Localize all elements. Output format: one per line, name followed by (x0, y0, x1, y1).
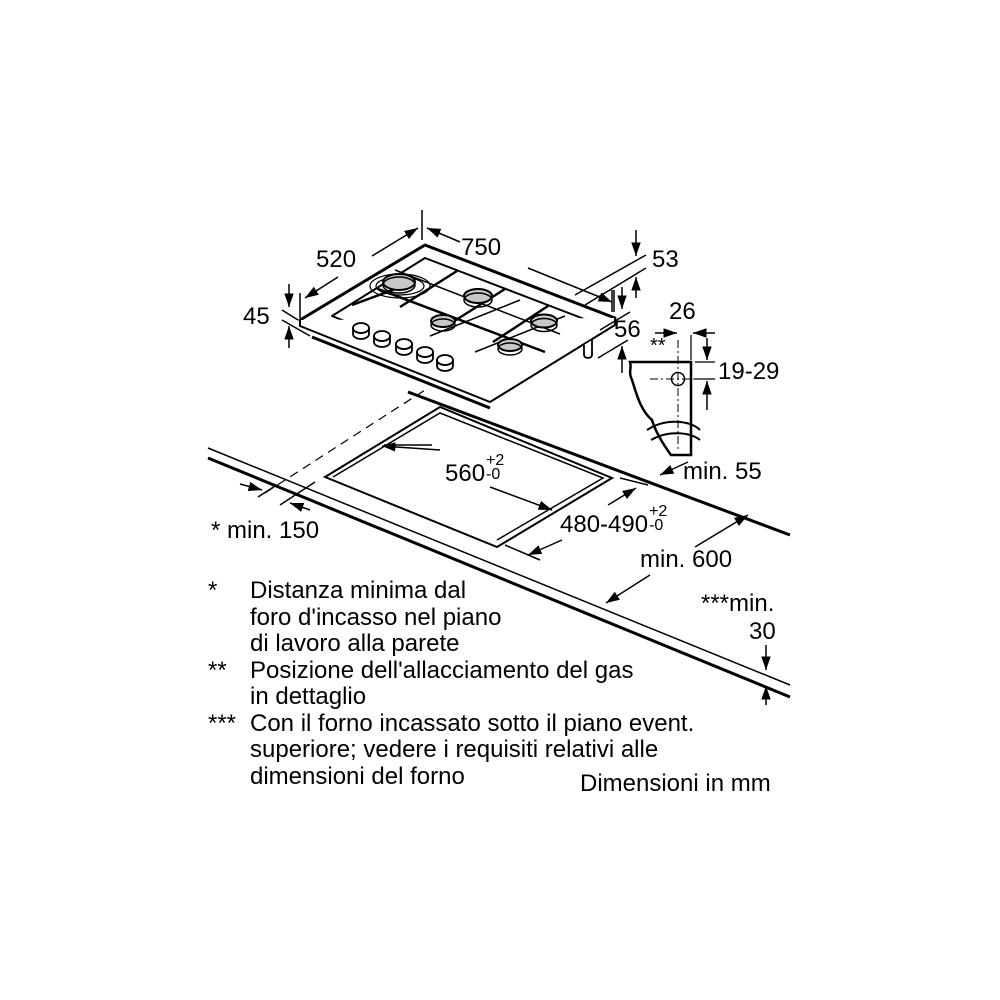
hob-dimension-lines (281, 210, 647, 373)
cutout-width-value: 560 (445, 460, 486, 487)
footnote-line: dimensioni del forno (250, 762, 465, 790)
gas-connection-detail (628, 328, 715, 457)
footnote-3: *** Con il forno incassato sotto il pian… (208, 709, 695, 791)
dim-gas-horizontal: 26 (669, 298, 696, 325)
dim-cutout-width: 560+2-0 (445, 453, 504, 490)
tol-minus: -0 (486, 466, 501, 483)
worktop-dimension-lines (239, 442, 771, 705)
footnote-line: di lavoro alla parete (250, 630, 460, 657)
gas-detail-marker: ** (650, 335, 666, 357)
footnote-line: foro d'incasso nel piano (250, 603, 502, 631)
footnote-line: in dettaglio (250, 683, 367, 710)
units-label: Dimensioni in mm (580, 770, 771, 797)
clearance-wall: * min. 150 (211, 517, 320, 544)
footnote-marker: * (208, 577, 218, 604)
cutout-width-tolerance: +2-0 (486, 452, 505, 483)
clearance-rear: min. 55 (683, 458, 762, 485)
clearance-worktop-depth: min. 600 (640, 546, 733, 573)
hob-illustration (298, 243, 617, 410)
footnote-marker: *** (208, 709, 237, 737)
dim-rear-height: 53 (652, 246, 679, 273)
tol-plus: +2 (649, 503, 668, 520)
dim-hob-depth: 520 (316, 246, 357, 273)
clearance-oven-prefix: ***min. (701, 590, 775, 617)
dim-hob-height: 45 (243, 303, 270, 330)
footnote-line: Con il forno incassato sotto il piano ev… (250, 709, 695, 737)
dim-cutout-depth: 480-490+2-0 (560, 504, 667, 541)
tol-plus: +2 (486, 452, 505, 469)
clearance-oven-value: 30 (749, 618, 776, 645)
footnote-line: Posizione dell'allacciamento del gas (250, 656, 634, 684)
footnote-1: * Distanza minima dal foro d'incasso nel… (208, 577, 694, 658)
footnote-marker: ** (208, 656, 227, 684)
dim-hob-width: 750 (461, 234, 502, 261)
footnote-line: Distanza minima dal (250, 577, 467, 604)
footnote-line: superiore; vedere i requisiti relativi a… (250, 736, 659, 763)
dim-gas-offset: 56 (614, 316, 641, 343)
cutout-depth-value: 480-490 (560, 511, 649, 538)
tol-minus: -0 (649, 517, 664, 534)
cutout-depth-tolerance: +2-0 (649, 503, 668, 534)
worktop (207, 389, 791, 699)
footnotes: * Distanza minima dal foro d'incasso nel… (208, 577, 695, 791)
footnote-2: ** Posizione dell'allacciamento del gas … (208, 656, 694, 711)
dim-gas-vertical: 19-29 (718, 358, 780, 385)
